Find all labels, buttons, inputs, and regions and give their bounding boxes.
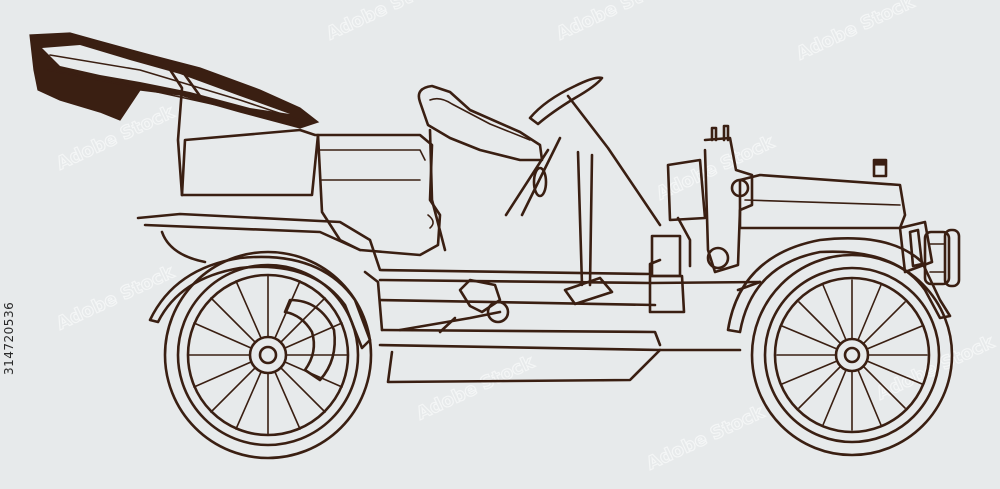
- watermark-text: Adobe Stock: [323, 0, 448, 45]
- engine-components: [648, 124, 754, 314]
- watermark-text: Adobe Stock: [793, 0, 918, 65]
- front-fender: [726, 237, 952, 334]
- watermark-text: Adobe Stock: [643, 401, 768, 474]
- steering-wheel: [504, 76, 662, 227]
- radiator: [898, 220, 934, 274]
- rear-wheel: [163, 250, 373, 460]
- stock-id-label: 314720536: [2, 301, 16, 375]
- chassis: [136, 212, 762, 384]
- watermark-text: Adobe Stock: [873, 331, 998, 404]
- watermark-text: Adobe Stock: [653, 131, 778, 204]
- front-seat: [417, 84, 544, 252]
- watermark-text: Adobe Stock: [53, 261, 178, 334]
- headlamp: [923, 228, 961, 288]
- folded-roof: [29, 32, 320, 197]
- watermark-text: Adobe Stock: [413, 351, 538, 424]
- rear-fender: [148, 230, 372, 350]
- rear-tonneau: [180, 128, 442, 257]
- engine-hood: [738, 158, 907, 230]
- watermark-text: Adobe Stock: [553, 0, 678, 45]
- front-wheel: [750, 253, 954, 457]
